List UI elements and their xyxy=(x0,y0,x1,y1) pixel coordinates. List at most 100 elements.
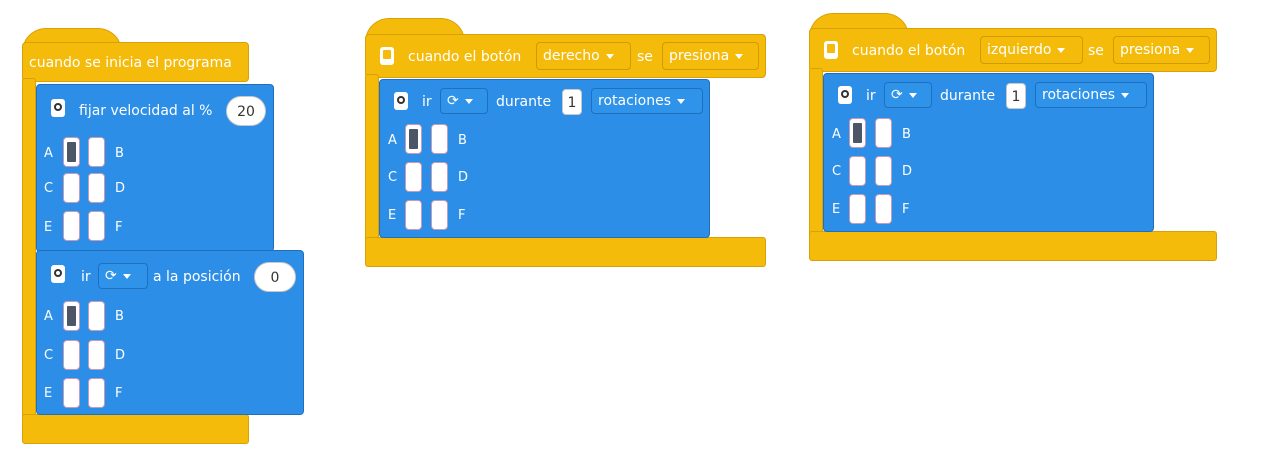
durante-label: durante xyxy=(940,88,996,104)
port-label-d: D xyxy=(115,348,126,363)
port-a-toggle[interactable] xyxy=(405,124,422,154)
port-b-toggle[interactable] xyxy=(431,124,448,154)
port-f-toggle[interactable] xyxy=(875,194,892,224)
port-a-toggle[interactable] xyxy=(849,118,866,148)
unit-dropdown[interactable]: rotaciones xyxy=(591,88,703,114)
position-label: a la posición xyxy=(153,269,241,285)
c-arm xyxy=(22,78,36,418)
go-to-position-block[interactable]: ir ⟳ a la posición 0 A B C D E F xyxy=(36,250,304,415)
go-label: ir xyxy=(422,94,432,110)
port-label-e: E xyxy=(832,202,841,217)
port-label-c: C xyxy=(388,170,398,185)
button-dropdown[interactable]: izquierdo xyxy=(980,36,1083,64)
port-d-toggle[interactable] xyxy=(875,156,892,186)
port-label-b: B xyxy=(115,146,124,161)
port-label-e: E xyxy=(388,208,397,223)
hat-label: cuando se inicia el programa xyxy=(29,55,232,71)
port-f-toggle[interactable] xyxy=(88,211,105,241)
port-c-toggle[interactable] xyxy=(63,173,80,203)
port-d-toggle[interactable] xyxy=(88,340,105,370)
port-label-a: A xyxy=(44,146,53,161)
unit-dropdown-value: rotaciones xyxy=(598,93,672,109)
port-label-c: C xyxy=(44,348,54,363)
stack-footer xyxy=(22,414,249,444)
go-label: ir xyxy=(866,88,876,104)
chevron-down-icon xyxy=(1121,92,1130,98)
run-for-rotations-block[interactable]: ir ⟳ durante 1 rotaciones A B C D E F xyxy=(823,73,1154,232)
run-for-rotations-block[interactable]: ir ⟳ durante 1 rotaciones A B C D E F xyxy=(379,79,710,238)
port-f-toggle[interactable] xyxy=(431,200,448,230)
motor-icon xyxy=(51,265,65,283)
port-label-b: B xyxy=(902,127,911,142)
c-arm xyxy=(809,68,823,238)
port-e-toggle[interactable] xyxy=(63,378,80,408)
position-input[interactable]: 0 xyxy=(254,262,296,292)
direction-dropdown[interactable]: ⟳ xyxy=(884,82,932,108)
chevron-down-icon xyxy=(122,273,131,279)
motor-icon xyxy=(838,86,852,104)
when-program-starts-block[interactable]: cuando se inicia el programa xyxy=(22,42,249,82)
when-button-label: cuando el botón xyxy=(852,43,966,59)
port-label-f: F xyxy=(115,386,123,401)
port-a-toggle[interactable] xyxy=(63,301,80,331)
chevron-down-icon xyxy=(1057,47,1066,53)
port-f-toggle[interactable] xyxy=(88,378,105,408)
chevron-down-icon xyxy=(908,92,917,98)
port-b-toggle[interactable] xyxy=(88,137,105,167)
port-label-c: C xyxy=(832,164,842,179)
se-label: se xyxy=(637,49,653,65)
action-dropdown[interactable]: presiona xyxy=(662,42,759,70)
port-label-f: F xyxy=(115,220,123,235)
port-b-toggle[interactable] xyxy=(875,118,892,148)
port-label-f: F xyxy=(458,208,466,223)
action-dropdown[interactable]: presiona xyxy=(1113,36,1210,64)
when-button-label: cuando el botón xyxy=(408,49,522,65)
port-label-d: D xyxy=(458,170,469,185)
action-dropdown-value: presiona xyxy=(1120,42,1181,58)
port-label-a: A xyxy=(832,127,841,142)
motor-icon xyxy=(394,92,408,110)
se-label: se xyxy=(1088,43,1104,59)
stack-footer xyxy=(365,237,766,267)
rotations-input[interactable]: 1 xyxy=(1006,83,1026,109)
set-speed-block[interactable]: fijar velocidad al % 20 A B C D E F xyxy=(36,84,274,252)
port-d-toggle[interactable] xyxy=(88,173,105,203)
unit-dropdown[interactable]: rotaciones xyxy=(1035,82,1147,108)
port-label-e: E xyxy=(44,386,53,401)
direction-dropdown[interactable]: ⟳ xyxy=(440,88,488,114)
hub-icon xyxy=(824,41,838,59)
port-c-toggle[interactable] xyxy=(849,156,866,186)
unit-dropdown-value: rotaciones xyxy=(1042,87,1116,103)
button-dropdown[interactable]: derecho xyxy=(536,42,631,70)
port-label-c: C xyxy=(44,181,54,196)
chevron-down-icon xyxy=(735,53,744,59)
stack-footer xyxy=(809,231,1217,261)
c-arm xyxy=(365,74,379,244)
port-e-toggle[interactable] xyxy=(63,211,80,241)
port-label-d: D xyxy=(902,164,913,179)
port-e-toggle[interactable] xyxy=(849,194,866,224)
port-label-b: B xyxy=(115,309,124,324)
chevron-down-icon xyxy=(605,53,614,59)
port-c-toggle[interactable] xyxy=(63,340,80,370)
port-label-a: A xyxy=(44,309,53,324)
chevron-down-icon xyxy=(677,98,686,104)
port-e-toggle[interactable] xyxy=(405,200,422,230)
direction-dropdown[interactable]: ⟳ xyxy=(98,263,148,289)
port-a-toggle[interactable] xyxy=(63,137,80,167)
hub-icon xyxy=(380,47,394,65)
port-label-e: E xyxy=(44,220,53,235)
port-label-b: B xyxy=(458,133,467,148)
speed-input[interactable]: 20 xyxy=(226,96,266,126)
port-c-toggle[interactable] xyxy=(405,162,422,192)
chevron-down-icon xyxy=(1186,47,1195,53)
chevron-down-icon xyxy=(464,98,473,104)
when-button-pressed-block[interactable]: cuando el botón izquierdo se presiona xyxy=(809,28,1217,72)
port-d-toggle[interactable] xyxy=(431,162,448,192)
button-dropdown-value: izquierdo xyxy=(987,42,1052,58)
port-b-toggle[interactable] xyxy=(88,301,105,331)
when-button-pressed-block[interactable]: cuando el botón derecho se presiona xyxy=(365,34,766,78)
durante-label: durante xyxy=(496,94,552,110)
rotations-input[interactable]: 1 xyxy=(562,89,582,115)
button-dropdown-value: derecho xyxy=(543,48,600,64)
